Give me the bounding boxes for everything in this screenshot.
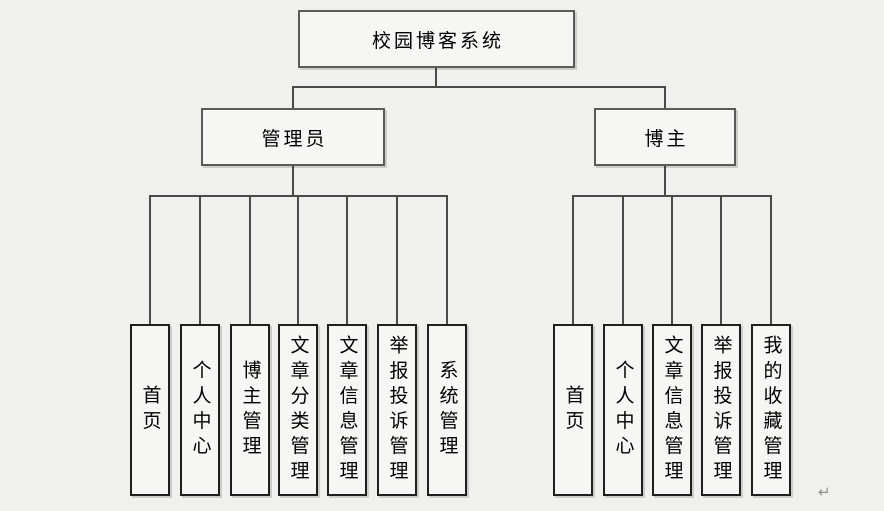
node-label: 系统管理 [436,359,458,461]
connector-admin-stem [292,164,294,197]
node-label: 校园博客系统 [371,30,504,52]
node-label: 举报投诉管理 [710,334,732,486]
node-label: 文章分类管理 [287,334,309,486]
connector-drop-blogger [664,86,666,110]
node-admin-report-complaint-management: 举报投诉管理 [377,324,417,496]
connector-admin-drop-7 [446,195,448,324]
connector-admin-drop-4 [297,195,299,324]
connector-admin-drop-3 [249,195,251,324]
connector-admin-drop-1 [149,195,151,324]
connector-blogger-drop-1 [572,195,574,324]
node-blogger-my-favorites-management: 我的收藏管理 [751,324,791,496]
node-admin-article-info-management: 文章信息管理 [327,324,367,496]
connector-blogger-drop-4 [720,195,722,324]
node-admin-personal-center: 个人中心 [180,324,220,496]
node-admin-system-management: 系统管理 [427,324,467,496]
node-label: 博主管理 [239,359,261,461]
node-campus-blog-system: 校园博客系统 [298,10,575,68]
connector-root-stem [435,66,437,87]
node-label: 文章信息管理 [661,334,683,486]
node-label: 我的收藏管理 [760,334,782,486]
connector-admin-drop-5 [346,195,348,324]
connector-admin-drop-6 [396,195,398,324]
paragraph-return-mark: ↵ [818,484,831,501]
connector-blogger-stem [664,164,666,197]
connector-admin-drop-2 [199,195,201,324]
connector-blogger-drop-2 [622,195,624,324]
node-label: 管理员 [261,128,328,150]
node-blogger-report-complaint-management: 举报投诉管理 [701,324,741,496]
node-admin-blogger-management: 博主管理 [230,324,270,496]
node-admin: 管理员 [201,108,385,166]
node-label: 举报投诉管理 [386,334,408,486]
node-label: 个人中心 [612,359,634,461]
node-label: 个人中心 [189,359,211,461]
node-admin-home: 首页 [130,324,170,496]
node-label: 文章信息管理 [336,334,358,486]
node-blogger: 博主 [594,108,736,166]
connector-blogger-drop-3 [671,195,673,324]
node-blogger-article-info-management: 文章信息管理 [652,324,692,496]
connector-top-rail [292,86,666,88]
node-blogger-home: 首页 [553,324,593,496]
connector-drop-admin [292,86,294,110]
node-blogger-personal-center: 个人中心 [603,324,643,496]
node-label: 博主 [644,128,689,150]
node-admin-article-category-management: 文章分类管理 [278,324,318,496]
node-label: 首页 [139,384,161,436]
node-label: 首页 [562,384,584,436]
connector-blogger-drop-5 [770,195,772,324]
